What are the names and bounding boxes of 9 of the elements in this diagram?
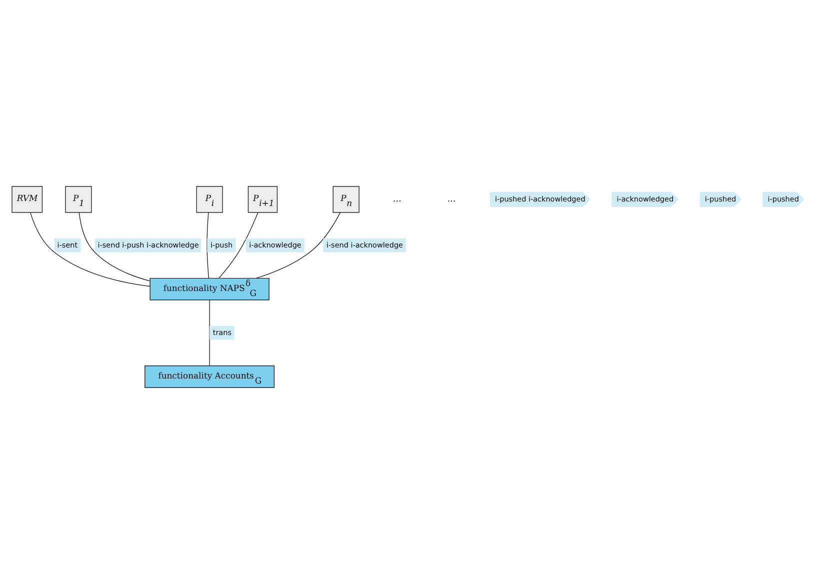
connector bbox=[78, 212, 150, 282]
node-box: RVM bbox=[12, 186, 43, 213]
connector bbox=[256, 212, 341, 279]
connector bbox=[209, 300, 210, 366]
label: … bbox=[392, 194, 402, 204]
connector bbox=[30, 212, 150, 287]
label: … bbox=[447, 194, 456, 204]
connector bbox=[218, 212, 258, 279]
connector bbox=[206, 212, 209, 279]
